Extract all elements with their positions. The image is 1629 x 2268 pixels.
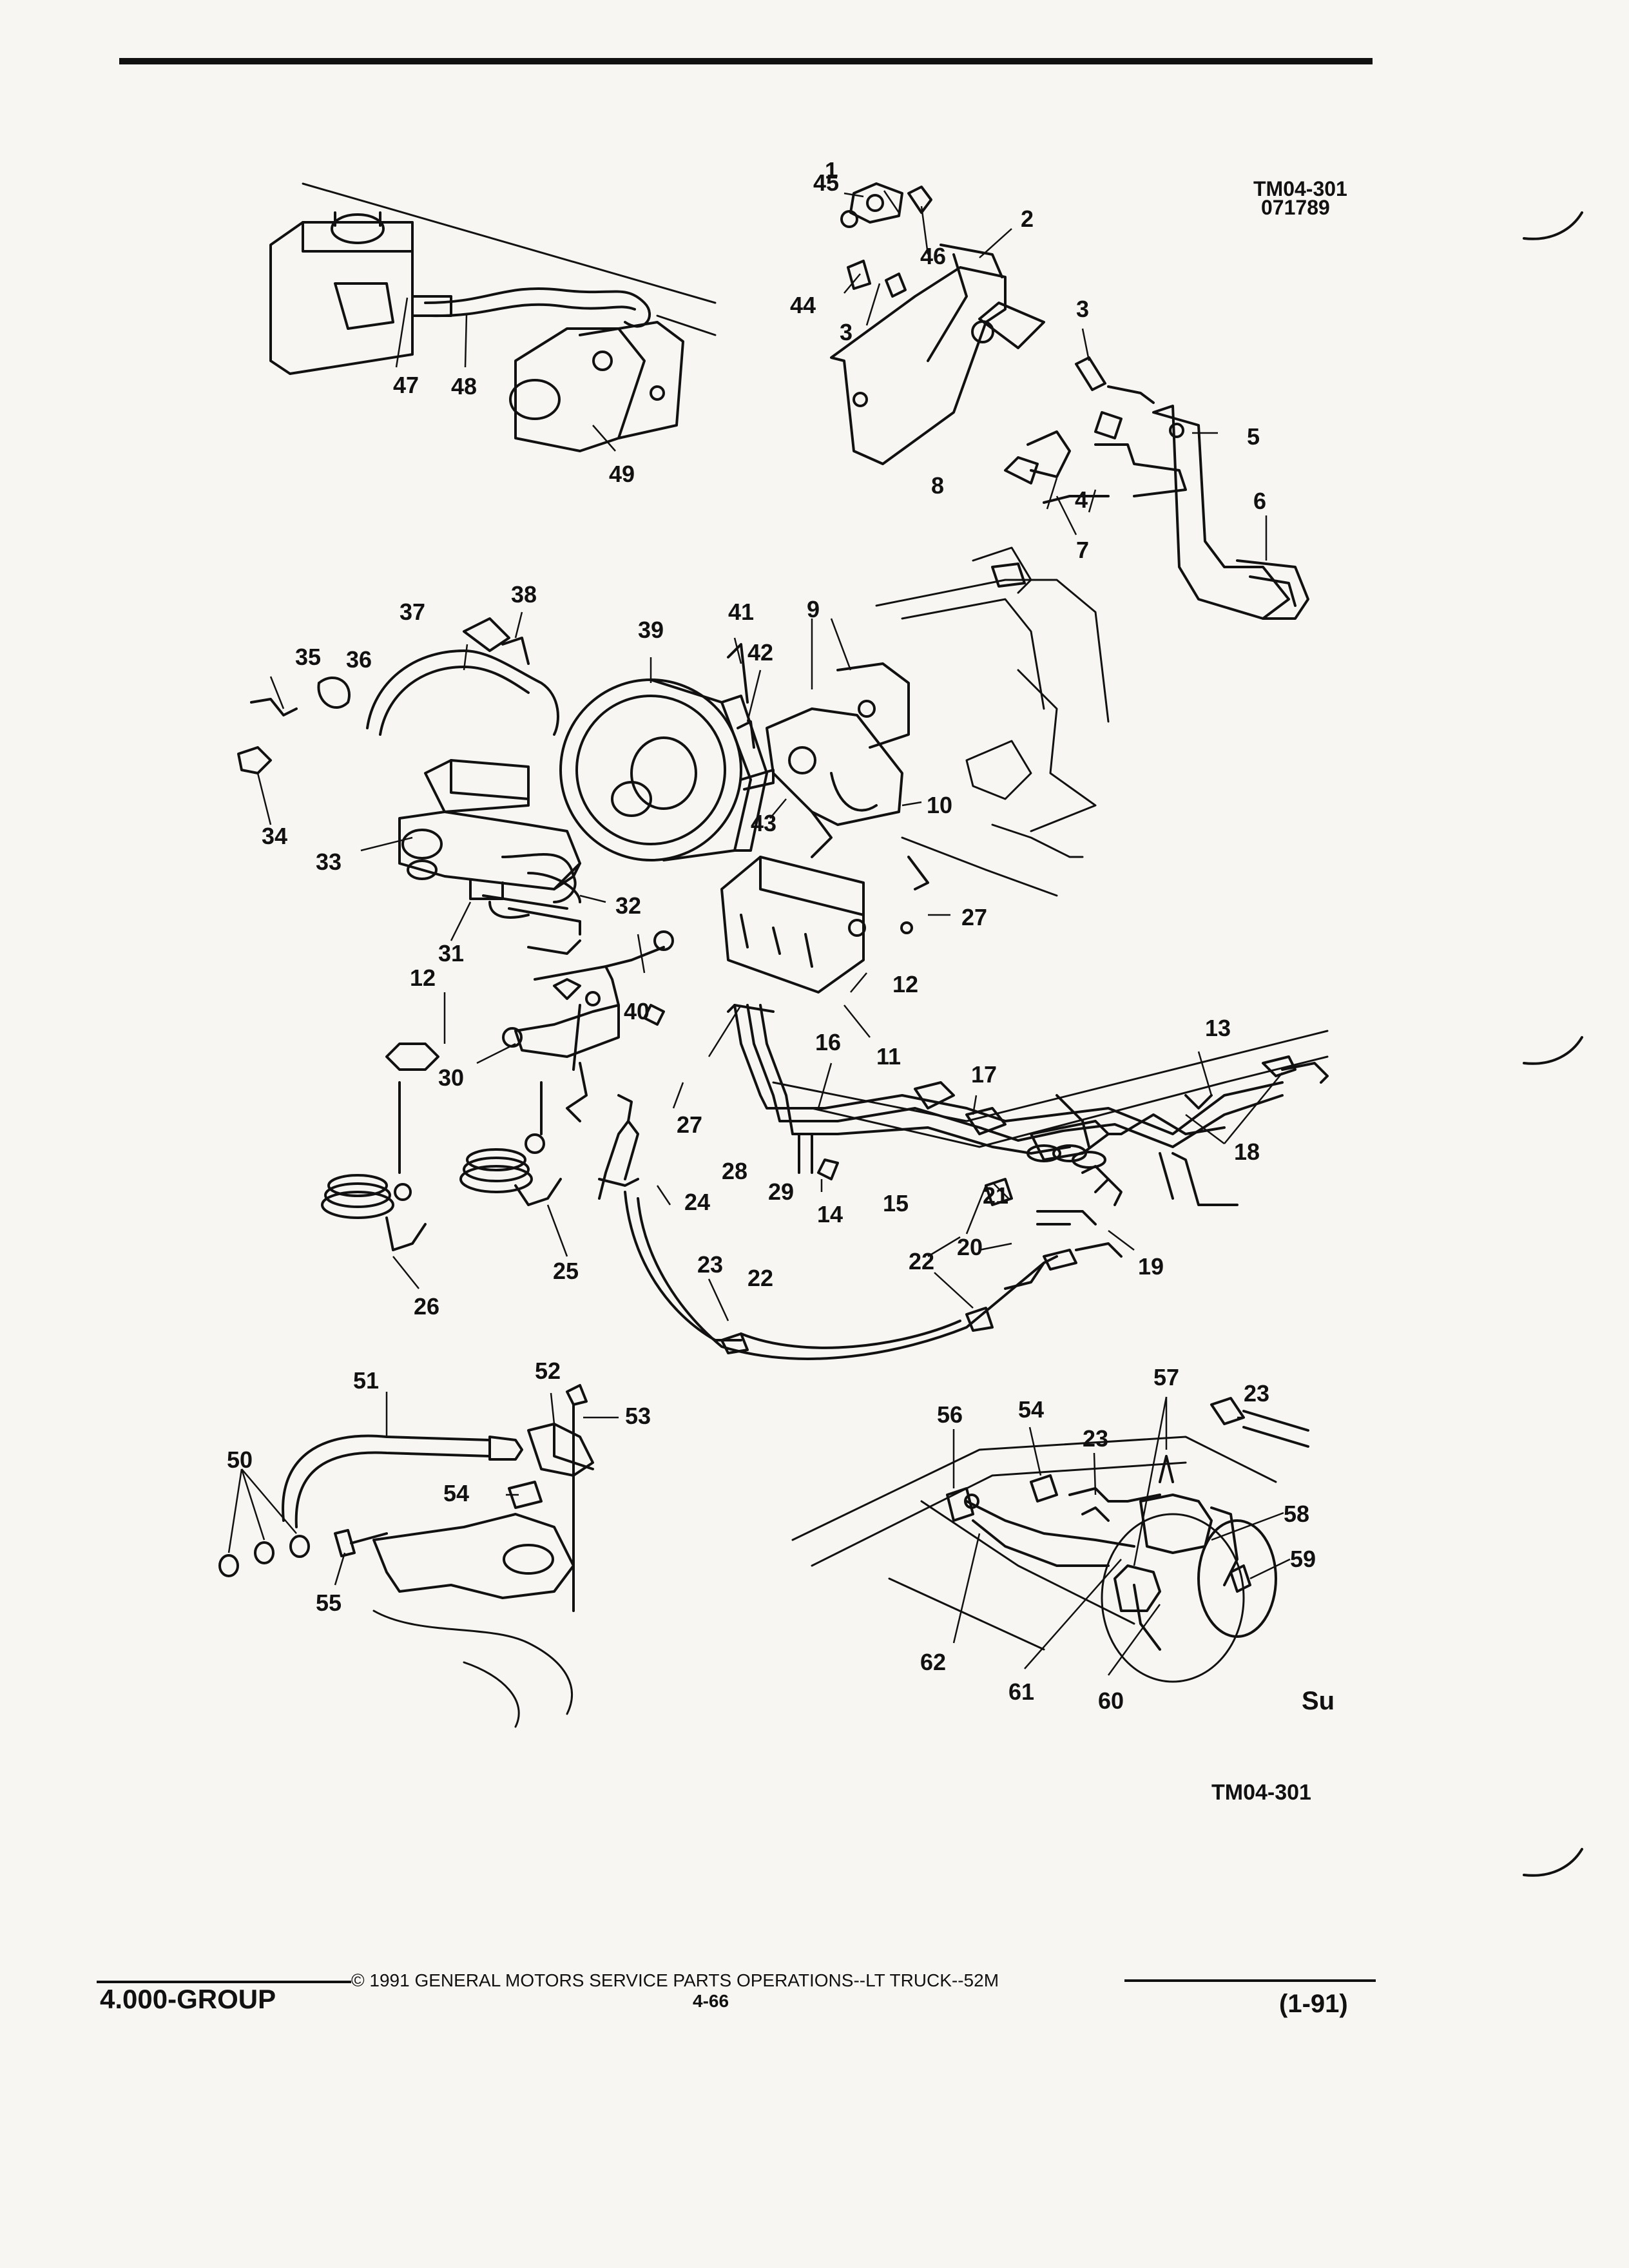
callout-30: 30 xyxy=(438,1064,464,1091)
callout-40: 40 xyxy=(624,998,650,1024)
callout-59: 59 xyxy=(1290,1546,1316,1572)
margin-mark-1 xyxy=(1523,211,1583,240)
callout-4: 4 xyxy=(1075,486,1088,513)
callout-29: 29 xyxy=(768,1178,794,1205)
callout-58: 58 xyxy=(1284,1501,1309,1527)
figure-ref-code-bottom: TM04-301 xyxy=(1211,1780,1311,1805)
callout-54b: 54 xyxy=(1018,1396,1044,1423)
callout-7: 7 xyxy=(1076,537,1089,563)
callout-51: 51 xyxy=(353,1367,379,1394)
callout-57: 57 xyxy=(1153,1364,1179,1390)
callout-18: 18 xyxy=(1234,1139,1260,1165)
callout-28: 28 xyxy=(722,1158,747,1184)
callout-3b: 3 xyxy=(1076,296,1089,322)
callout-31: 31 xyxy=(438,940,464,966)
callout-27a: 27 xyxy=(961,904,987,930)
callout-39: 39 xyxy=(638,617,664,643)
rear-axle-junction-group: 56 54 57 23 23 58 59 62 61 60 xyxy=(791,1364,1316,1714)
callout-45: 45 xyxy=(813,169,839,196)
brake-pedal-group: 45 1 2 46 44 3 3 5 6 4 8 7 xyxy=(790,157,1309,620)
callout-46: 46 xyxy=(920,243,946,269)
callout-12a: 12 xyxy=(410,965,436,991)
callout-43: 43 xyxy=(751,810,776,836)
callout-35: 35 xyxy=(295,644,321,670)
callout-8: 8 xyxy=(931,472,944,499)
footer-copyright: © 1991 GENERAL MOTORS SERVICE PARTS OPER… xyxy=(351,1970,999,1990)
callout-61: 61 xyxy=(1008,1678,1034,1705)
callout-2: 2 xyxy=(1021,206,1034,232)
callout-54a: 54 xyxy=(443,1480,469,1506)
callout-50: 50 xyxy=(227,1446,253,1473)
callout-22b: 22 xyxy=(747,1265,773,1291)
callout-23a: 23 xyxy=(697,1251,723,1278)
callout-55: 55 xyxy=(316,1590,342,1616)
callout-21: 21 xyxy=(983,1182,1008,1209)
footer-group: 4.000-GROUP xyxy=(100,1984,276,2014)
callout-32: 32 xyxy=(615,892,641,919)
callout-27b: 27 xyxy=(677,1111,702,1138)
callout-33: 33 xyxy=(316,849,342,875)
callout-47: 47 xyxy=(393,372,419,398)
callout-17: 17 xyxy=(971,1061,997,1088)
front-brake-hose-group: 51 52 53 50 54 55 xyxy=(218,1358,651,1728)
figure-ref-date: 071789 xyxy=(1261,196,1330,219)
callout-19: 19 xyxy=(1138,1253,1164,1280)
margin-mark-3 xyxy=(1523,1848,1583,1877)
callout-41: 41 xyxy=(728,599,754,625)
callout-56: 56 xyxy=(937,1401,963,1428)
callout-52: 52 xyxy=(535,1358,561,1384)
callout-49: 49 xyxy=(609,461,635,487)
callout-48: 48 xyxy=(451,373,477,399)
power-steering-reservoir-group: 47 48 49 xyxy=(269,182,717,487)
callout-26: 26 xyxy=(414,1293,439,1320)
top-rule xyxy=(119,58,1373,64)
callout-9: 9 xyxy=(807,596,820,622)
callout-10: 10 xyxy=(927,792,952,818)
callout-15: 15 xyxy=(883,1190,909,1216)
callout-11: 11 xyxy=(876,1043,901,1070)
callout-16: 16 xyxy=(815,1029,841,1055)
figure-ref-code: TM04-301 xyxy=(1253,177,1347,200)
callout-37: 37 xyxy=(400,599,425,625)
logo-mark: Su xyxy=(1302,1687,1335,1715)
callout-1: 1 xyxy=(825,157,838,184)
callout-14: 14 xyxy=(817,1201,843,1227)
callout-23b: 23 xyxy=(1083,1425,1108,1452)
callout-20: 20 xyxy=(957,1234,983,1260)
callout-5: 5 xyxy=(1247,423,1260,450)
callout-60: 60 xyxy=(1098,1687,1124,1714)
callout-22a: 22 xyxy=(909,1248,934,1274)
callout-23c: 23 xyxy=(1244,1380,1269,1407)
callout-38: 38 xyxy=(511,581,537,608)
callout-24: 24 xyxy=(684,1189,710,1215)
callout-36: 36 xyxy=(346,646,372,673)
callout-6: 6 xyxy=(1253,488,1266,514)
callout-25: 25 xyxy=(553,1258,579,1284)
callout-12b: 12 xyxy=(892,971,918,997)
callout-62: 62 xyxy=(920,1649,946,1675)
callout-3a: 3 xyxy=(840,319,853,345)
callout-34: 34 xyxy=(262,823,287,849)
footer-rule-left xyxy=(97,1981,351,1983)
footer-date: (1-91) xyxy=(1279,1990,1348,2018)
margin-mark-2 xyxy=(1523,1036,1583,1065)
frame-brake-lines-group: 13 16 17 18 28 29 14 15 21 24 20 19 22 2… xyxy=(598,1004,1329,1360)
booster-master-cylinder-group: 37 38 35 36 39 41 42 9 10 43 34 33 32 27… xyxy=(237,546,1110,1320)
callout-42: 42 xyxy=(747,639,773,666)
callout-13: 13 xyxy=(1205,1015,1231,1041)
footer-page-number: 4-66 xyxy=(693,1991,729,2011)
callout-44: 44 xyxy=(790,292,816,318)
callout-53: 53 xyxy=(625,1403,651,1429)
footer-rule-right xyxy=(1124,1979,1376,1982)
